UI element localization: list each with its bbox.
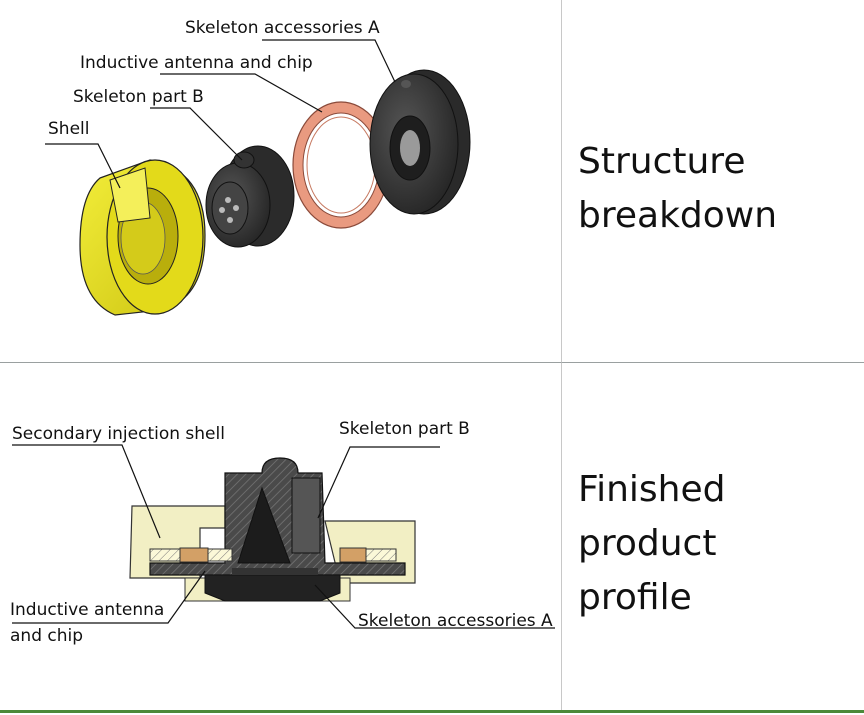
heading-line: product bbox=[578, 523, 717, 564]
label-skeleton-part-b: Skeleton part B bbox=[73, 87, 204, 107]
skeleton-a-section bbox=[204, 568, 341, 602]
structure-breakdown-heading: Structure breakdown bbox=[578, 135, 777, 243]
structure-breakdown-illustration: Skeleton accessories A Inductive antenna… bbox=[0, 0, 562, 363]
heading-line: Finished bbox=[578, 469, 726, 510]
label-skeleton-accessories-a: Skeleton accessories A bbox=[185, 18, 380, 38]
label-skeleton-accessories-a-bottom: Skeleton accessories A bbox=[358, 611, 553, 631]
finished-profile-cell: Finished product profile bbox=[562, 363, 864, 711]
heading-line: Structure bbox=[578, 141, 746, 182]
heading-line: profile bbox=[578, 577, 692, 618]
skeleton-b-section bbox=[149, 457, 406, 576]
exploded-view-svg: Skeleton accessories A Inductive antenna… bbox=[45, 18, 471, 316]
antenna-chip-section bbox=[149, 547, 397, 563]
finished-profile-heading: Finished product profile bbox=[578, 463, 725, 625]
structure-breakdown-cell: Structure breakdown bbox=[562, 0, 864, 363]
label-antenna-line-2: and chip bbox=[10, 626, 83, 646]
cross-section-svg: Secondary injection shell Skeleton part … bbox=[10, 419, 555, 646]
bottom-divider bbox=[0, 710, 864, 713]
heading-line: breakdown bbox=[578, 195, 778, 236]
label-antenna-line-1: Inductive antenna bbox=[10, 600, 164, 620]
skeleton-accessories-a bbox=[369, 69, 471, 215]
leader-lines-bottom bbox=[12, 444, 555, 629]
label-skeleton-part-b-bottom: Skeleton part B bbox=[339, 419, 470, 439]
label-antenna-chip: Inductive antenna and chip bbox=[80, 53, 313, 73]
finished-profile-illustration: Secondary injection shell Skeleton part … bbox=[0, 363, 562, 711]
label-secondary-injection-shell: Secondary injection shell bbox=[12, 424, 225, 444]
label-shell: Shell bbox=[48, 119, 89, 139]
leader-lines-top bbox=[45, 39, 396, 189]
shell-part bbox=[79, 159, 206, 316]
skeleton-part-b bbox=[205, 145, 295, 248]
